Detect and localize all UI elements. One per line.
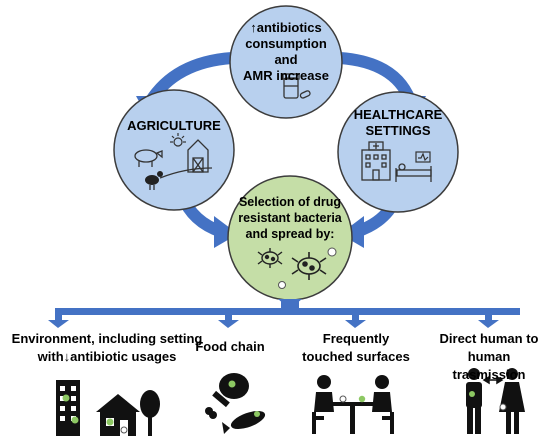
connector-bar xyxy=(60,308,520,315)
branch-stem-2 xyxy=(225,308,232,322)
route-surfaces-label: Frequently touched surfaces xyxy=(300,330,412,366)
bacteria-icon xyxy=(257,248,283,268)
house-icon xyxy=(96,394,140,436)
branch-stem-4 xyxy=(485,308,492,322)
two-way-arrow-icon xyxy=(482,375,504,385)
route-environment-line2: with↓antibiotic usages xyxy=(37,349,177,364)
pig-icon xyxy=(134,149,163,167)
chicken-leg-icon xyxy=(205,373,249,419)
node-left-circle xyxy=(113,89,235,211)
hen-icon xyxy=(145,171,163,190)
route-food-chain-label: Food chain xyxy=(195,339,265,354)
branch-stem-3 xyxy=(352,308,359,322)
top-node-label: ↑antibiotics consumption and AMR increas… xyxy=(232,20,340,84)
people-at-table-icon xyxy=(312,375,394,434)
top-node-line1: ↑antibiotics xyxy=(250,20,322,35)
selection-line1: Selection of drug xyxy=(238,195,342,209)
healthcare-line1: HEALTHCARE xyxy=(353,107,443,122)
building-icon xyxy=(56,380,80,436)
spore-dot xyxy=(327,247,337,257)
healthcare-label: HEALTHCARE SETTINGS xyxy=(346,107,450,139)
sun-icon xyxy=(170,133,186,147)
branch-head-4 xyxy=(478,320,499,328)
route-environment-line1: Environment, including setting xyxy=(11,331,203,346)
route-environment-label: Environment, including setting with↓anti… xyxy=(2,330,212,366)
node-top-circle xyxy=(229,5,343,119)
man-icon xyxy=(466,368,482,434)
woman-icon xyxy=(499,368,525,434)
top-node-line3: AMR increase xyxy=(243,68,329,83)
hospital-bed-icon xyxy=(395,163,432,182)
healthcare-line2: SETTINGS xyxy=(365,123,431,138)
fish-icon xyxy=(222,410,266,434)
pill-bottle-icon xyxy=(282,73,311,99)
branch-head-1 xyxy=(48,320,69,328)
branch-head-3 xyxy=(345,320,366,328)
route-direct-line2: human trasmission xyxy=(452,349,526,382)
stem-arrow-head xyxy=(278,299,302,309)
route-direct-line1: Direct human to xyxy=(439,331,539,346)
selection-line2: resistant bacteria xyxy=(238,211,342,225)
arrow-left-to-bottom-head xyxy=(214,216,238,248)
route-direct-label: Direct human to human trasmission xyxy=(430,330,548,384)
branch-stem-1 xyxy=(55,308,62,322)
branch-connector xyxy=(48,299,520,328)
branch-head-2 xyxy=(218,320,239,328)
tree-icon xyxy=(140,390,160,436)
selection-label: Selection of drug resistant bacteria and… xyxy=(234,194,346,242)
agriculture-label: AGRICULTURE xyxy=(127,118,221,133)
barn-icon xyxy=(159,139,213,179)
route-surfaces-line2: touched surfaces xyxy=(302,349,410,364)
hospital-icon xyxy=(361,141,391,181)
route-surfaces-line1: Frequently xyxy=(322,331,390,346)
selection-line3: and spread by: xyxy=(245,227,335,241)
node-right-circle xyxy=(337,91,459,213)
bacteria-icon xyxy=(291,252,327,280)
spore-dot xyxy=(278,281,286,289)
monitor-icon xyxy=(415,151,431,163)
top-node-line2: consumption and xyxy=(245,36,327,67)
